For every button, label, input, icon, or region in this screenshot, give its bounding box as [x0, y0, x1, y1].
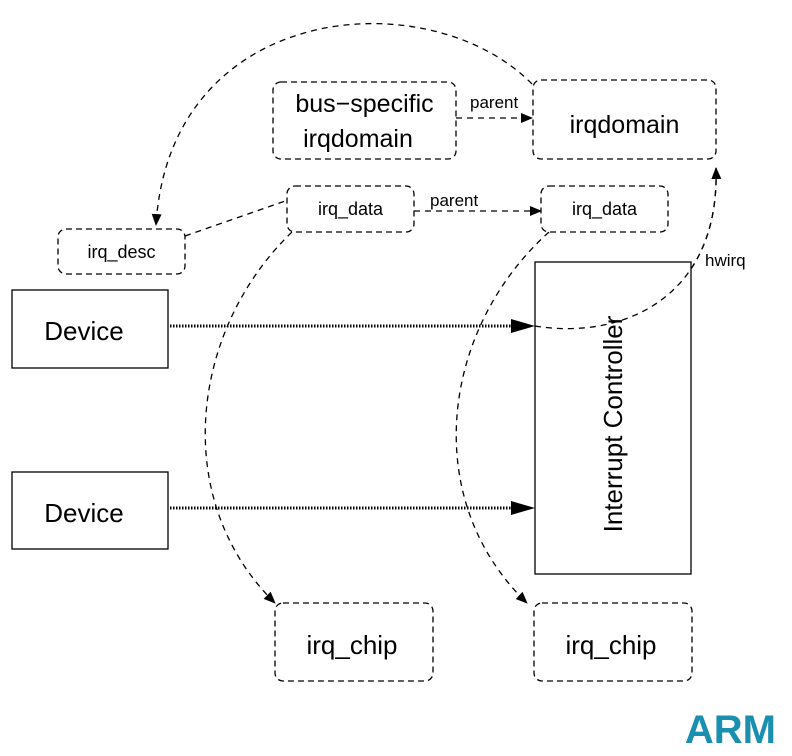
- node-device-bottom: Device: [11, 471, 169, 550]
- irq-desc-label: irq_desc: [87, 242, 155, 263]
- node-irq-chip-left: irq_chip: [274, 602, 434, 682]
- irq-chip-left-label: irq_chip: [306, 630, 397, 660]
- node-irq-data-left: irq_data: [286, 185, 415, 233]
- edge-irq-data-to-irq-chip-left: [204, 231, 293, 604]
- edge-hwirq-overlay: [534, 167, 717, 330]
- edge-label-parent-domain: parent: [470, 93, 518, 112]
- irq-data-left-label: irq_data: [318, 199, 384, 220]
- node-interrupt-controller: Interrupt Controller: [534, 261, 692, 575]
- device-bottom-label: Device: [44, 498, 123, 528]
- edge-irq-data-to-irq-chip-right: [455, 231, 550, 604]
- interrupt-controller-label: Interrupt Controller: [598, 315, 628, 532]
- bus-specific-label-line1: bus−specific: [295, 90, 433, 118]
- edge-device-top-arrowhead: [511, 319, 535, 333]
- node-device-top: Device: [11, 289, 169, 369]
- edge-device-bottom-arrowhead: [511, 501, 535, 515]
- node-irq-chip-right: irq_chip: [533, 602, 693, 682]
- edge-irq-desc-to-irq-data: [184, 199, 289, 237]
- arm-logo: ARM: [685, 708, 776, 752]
- node-irq-data-right: irq_data: [540, 185, 669, 233]
- irq-data-right-label: irq_data: [572, 199, 638, 220]
- edge-label-parent-data: parent: [430, 191, 478, 210]
- device-top-label: Device: [44, 316, 123, 346]
- node-bus-specific-irqdomain: bus−specific irqdomain: [272, 81, 457, 160]
- irq-chip-right-label: irq_chip: [565, 630, 656, 660]
- node-irq-desc: irq_desc: [57, 228, 186, 275]
- node-irqdomain: irqdomain: [532, 79, 717, 160]
- edge-irqdomain-to-irq-desc: [151, 22, 533, 226]
- bus-specific-label-line2: irqdomain: [303, 125, 413, 153]
- irqdomain-label: irqdomain: [570, 111, 680, 139]
- edge-label-hwirq: hwirq: [705, 251, 746, 270]
